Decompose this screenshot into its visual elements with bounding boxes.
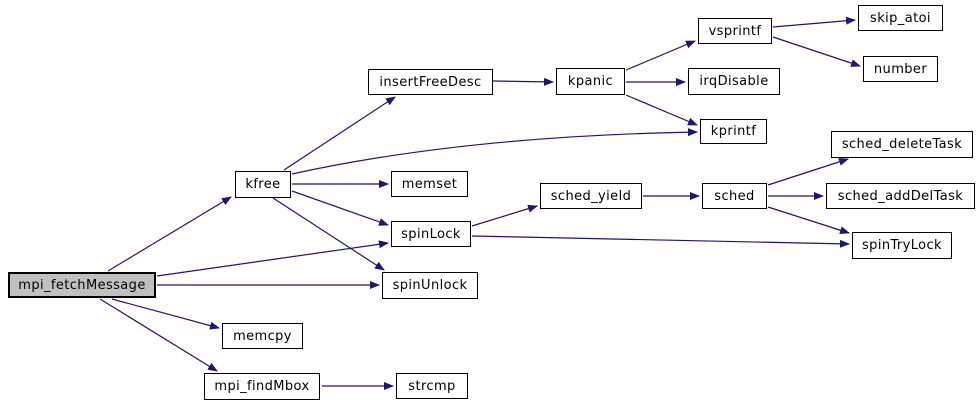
- graph-node-kprintf[interactable]: kprintf: [700, 119, 767, 144]
- graph-node-strcmp[interactable]: strcmp: [396, 373, 468, 399]
- graph-node-sched_deleteTask[interactable]: sched_deleteTask: [831, 131, 973, 158]
- edge-sched-to-sched_deleteTask: [767, 157, 849, 186]
- edge-mpi_fetchMessage-to-kfree: [107, 196, 232, 272]
- graph-node-sched[interactable]: sched: [702, 183, 767, 209]
- edge-kfree-to-spinUnlock: [272, 197, 385, 271]
- graph-node-sched_addDelTask[interactable]: sched_addDelTask: [826, 183, 975, 209]
- graph-node-memset[interactable]: memset: [391, 171, 468, 197]
- graph-node-number[interactable]: number: [863, 56, 938, 82]
- graph-node-insertFreeDesc[interactable]: insertFreeDesc: [368, 69, 493, 95]
- edge-vsprintf-to-number: [772, 36, 861, 67]
- graph-node-memcpy[interactable]: memcpy: [222, 323, 303, 349]
- graph-node-sched_yield[interactable]: sched_yield: [540, 183, 642, 209]
- edge-kpanic-to-vsprintf: [625, 40, 696, 71]
- edge-kfree-to-spinLock: [291, 190, 389, 226]
- graph-node-skip_atoi[interactable]: skip_atoi: [858, 5, 943, 31]
- graph-node-spinTryLock[interactable]: spinTryLock: [852, 232, 952, 259]
- edge-insertFreeDesc-to-kpanic: [492, 77, 554, 86]
- graph-node-irqDisable[interactable]: irqDisable: [688, 68, 780, 95]
- graph-node-mpi_findMbox[interactable]: mpi_findMbox: [204, 373, 320, 400]
- graph-node-spinLock[interactable]: spinLock: [391, 221, 471, 247]
- edge-spinLock-to-sched_yield: [471, 204, 538, 227]
- graph-node-kpanic[interactable]: kpanic: [556, 68, 625, 95]
- edge-vsprintf-to-skip_atoi: [772, 16, 856, 28]
- edge-mpi_fetchMessage-to-spinLock: [156, 240, 389, 277]
- edge-kfree-to-kprintf: [291, 128, 698, 175]
- edge-mpi_fetchMessage-to-memcpy: [111, 298, 220, 330]
- edge-kpanic-to-kprintf: [625, 94, 698, 126]
- edge-sched-to-spinTryLock: [767, 206, 850, 235]
- edge-spinLock-to-spinTryLock: [471, 235, 850, 248]
- edge-mpi_fetchMessage-to-mpi_findMbox: [99, 298, 218, 372]
- graph-node-mpi_fetchMessage[interactable]: mpi_fetchMessage: [8, 272, 156, 298]
- graph-node-spinUnlock[interactable]: spinUnlock: [382, 272, 478, 299]
- edge-kfree-to-insertFreeDesc: [283, 96, 396, 171]
- graph-node-kfree[interactable]: kfree: [235, 171, 291, 198]
- graph-node-vsprintf[interactable]: vsprintf: [698, 18, 772, 44]
